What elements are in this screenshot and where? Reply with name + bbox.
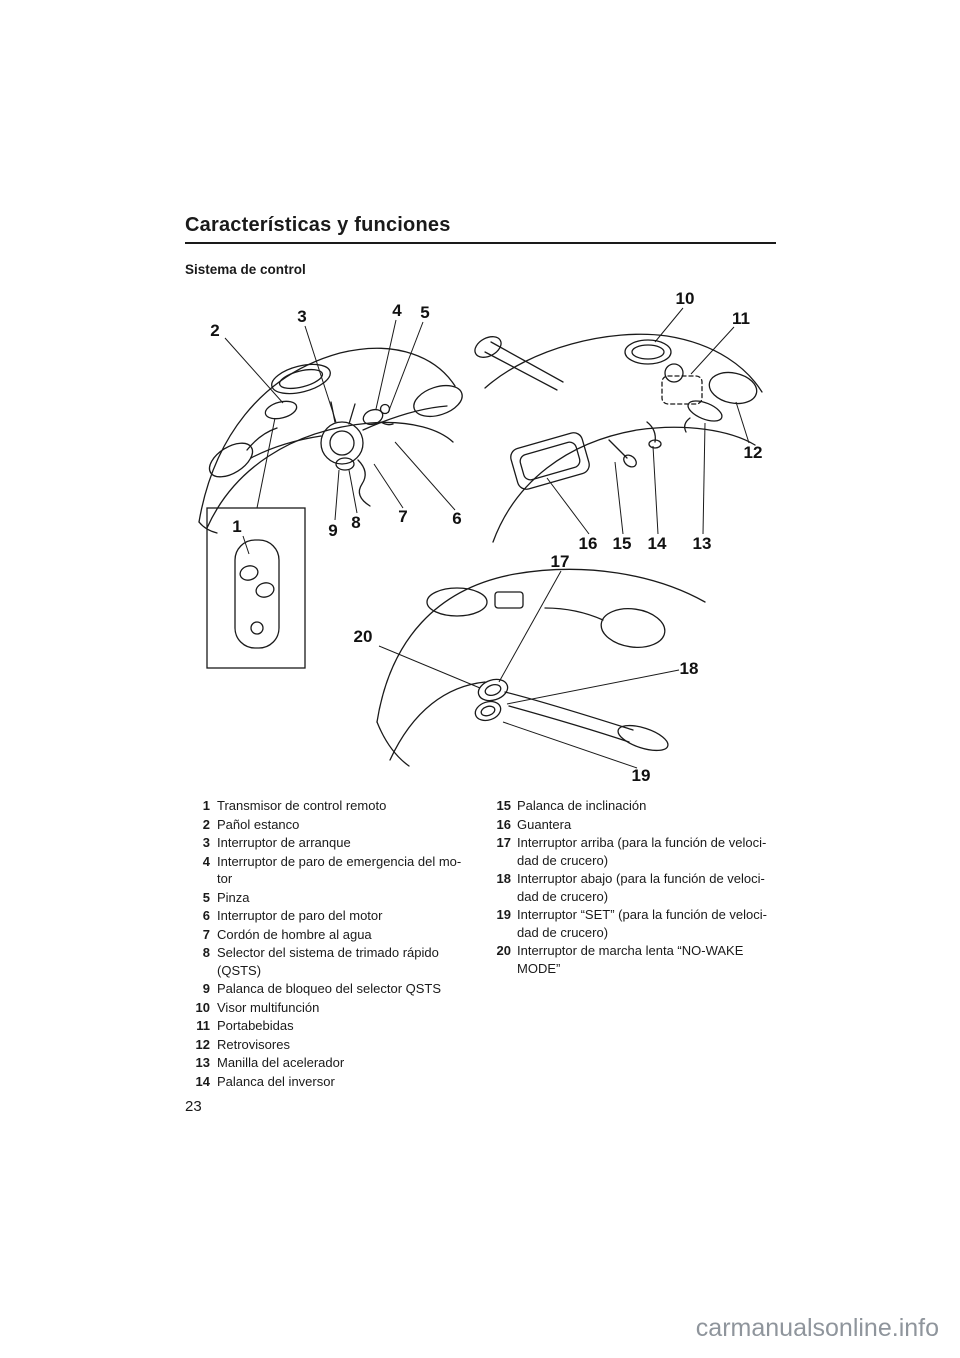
legend-item-text: Guantera [517,816,572,832]
legend-item: 1 Transmisor de control remoto [185,797,485,815]
remote-transmitter [234,539,280,649]
legend-item: 7 Cordón de hombre al agua [185,926,485,944]
legend-item-number: 12 [195,1036,210,1052]
legend-item: 4 Interruptor de paro de emergencia del … [185,853,485,888]
callout-4: 4 [392,301,402,320]
legend-item-text: Interruptor de arranque [217,835,351,850]
legend-item-number: 11 [196,1018,210,1033]
callout-5: 5 [420,303,429,322]
callout-18: 18 [680,659,699,678]
legend-item-text: Cordón de hombre al agua [217,926,372,942]
legend-item: 20 Interruptor de marcha lenta “NO-WAKE … [489,942,789,977]
legend-item-number: 2 [202,816,210,832]
legend-item: 6 Interruptor de paro del motor [185,907,485,925]
page-number: 23 [185,1098,202,1115]
callout-16: 16 [579,534,598,553]
callout-3: 3 [297,307,306,326]
callout-13: 13 [693,534,712,553]
legend-item: 9 Palanca de bloqueo del selector QSTS [185,980,485,998]
legend-item-number: 17 [496,835,511,850]
control-system-diagram: 1 2 3 4 5 6 7 8 9 10 11 12 13 14 15 16 1… [198,290,763,785]
section-title: Sistema de control [185,262,306,277]
legend-item-number: 20 [496,943,511,958]
legend-item-number: 18 [496,871,511,886]
diagram-right-view [474,333,763,543]
callout-20: 20 [354,627,373,646]
legend-item-number: 8 [202,945,210,960]
legend-item-text: Pinza [217,889,250,905]
legend-item: 16 Guantera [489,816,789,834]
callout-8: 8 [351,513,360,532]
legend-item-number: 6 [202,908,210,923]
legend-item: 12 Retrovisores [185,1036,485,1054]
legend-item: 11 Portabebidas [185,1017,485,1035]
legend-item-number: 19 [496,907,511,922]
callout-19: 19 [632,766,651,785]
callout-7: 7 [398,507,407,526]
legend-item: 10 Visor multifunción [185,999,485,1017]
legend-item-number: 7 [202,926,210,942]
page-header: Características y funciones [185,214,776,244]
legend-item-text: Palanca de inclinación [517,798,647,813]
legend-item-text: Selector del sistema de trimado rápido (… [217,945,439,978]
callout-2: 2 [210,321,219,340]
callout-11: 11 [732,309,750,328]
legend-item-text: Interruptor de paro de emergencia del mo… [217,853,462,887]
legend-item: 13 Manilla del acelerador [185,1054,485,1072]
legend-item: 3 Interruptor de arranque [185,834,485,852]
legend-item-number: 1 [202,798,210,813]
legend-item-text: Interruptor de paro del motor [217,908,383,923]
legend-item-number: 13 [195,1055,210,1070]
callout-1: 1 [232,517,241,536]
legend-left-column: 1 Transmisor de control remoto 2 Pañol e… [185,797,485,1091]
legend-item-text: Palanca del inversor [217,1073,335,1089]
legend-item-text: Palanca de bloqueo del selector QSTS [217,981,442,996]
legend-item: 17 Interruptor arriba (para la función d… [489,834,789,869]
legend-item-text: Visor multifunción [217,999,320,1015]
legend-item-text: Retrovisores [217,1036,290,1052]
callout-leader-lines [224,307,750,769]
legend-item-number: 16 [496,816,511,832]
legend-item: 15 Palanca de inclinación [489,797,789,815]
legend-right-column: 15 Palanca de inclinación 16 Guantera 17… [489,797,789,978]
legend-item-text: Manilla del acelerador [217,1055,345,1070]
legend-item-number: 10 [195,999,210,1015]
legend-item: 19 Interruptor “SET” (para la función de… [489,906,789,941]
callout-15: 15 [613,534,632,553]
legend-item-text: Portabebidas [217,1018,294,1033]
legend-item-number: 3 [202,835,210,850]
watermark: carmanualsonline.info [695,1314,939,1342]
legend-item: 2 Pañol estanco [185,816,485,834]
legend-item-text: Pañol estanco [217,816,300,832]
legend-item-number: 14 [195,1073,210,1089]
callout-6: 6 [452,509,461,528]
legend-item-text: Interruptor abajo (para la función de ve… [517,871,765,904]
legend-item-number: 9 [202,981,210,996]
legend-item-number: 5 [202,889,210,905]
legend-item: 8 Selector del sistema de trimado rápido… [185,944,485,979]
diagram-handlebar-view [376,568,706,767]
legend-item-number: 4 [202,853,210,869]
callout-17: 17 [551,552,570,571]
legend-item: 18 Interruptor abajo (para la función de… [489,870,789,905]
legend-item-text: Interruptor “SET” (para la función de ve… [517,907,767,940]
legend-item-text: Transmisor de control remoto [217,798,387,813]
legend-item-text: Interruptor de marcha lenta “NO-WAKE MOD… [517,943,744,976]
remote-transmitter-inset [206,507,306,669]
callout-numbers: 1 2 3 4 5 6 7 8 9 10 11 12 13 14 15 16 1… [210,290,762,785]
diagram-front-view [198,347,463,534]
legend-item-number: 15 [496,798,511,813]
callout-12: 12 [744,443,763,462]
legend-item: 14 Palanca del inversor [185,1073,485,1091]
legend-item-text: Interruptor arriba (para la función de v… [517,835,767,868]
callout-9: 9 [328,521,337,540]
callout-14: 14 [648,534,667,553]
callout-10: 10 [676,290,695,308]
legend-item: 5 Pinza [185,889,485,907]
